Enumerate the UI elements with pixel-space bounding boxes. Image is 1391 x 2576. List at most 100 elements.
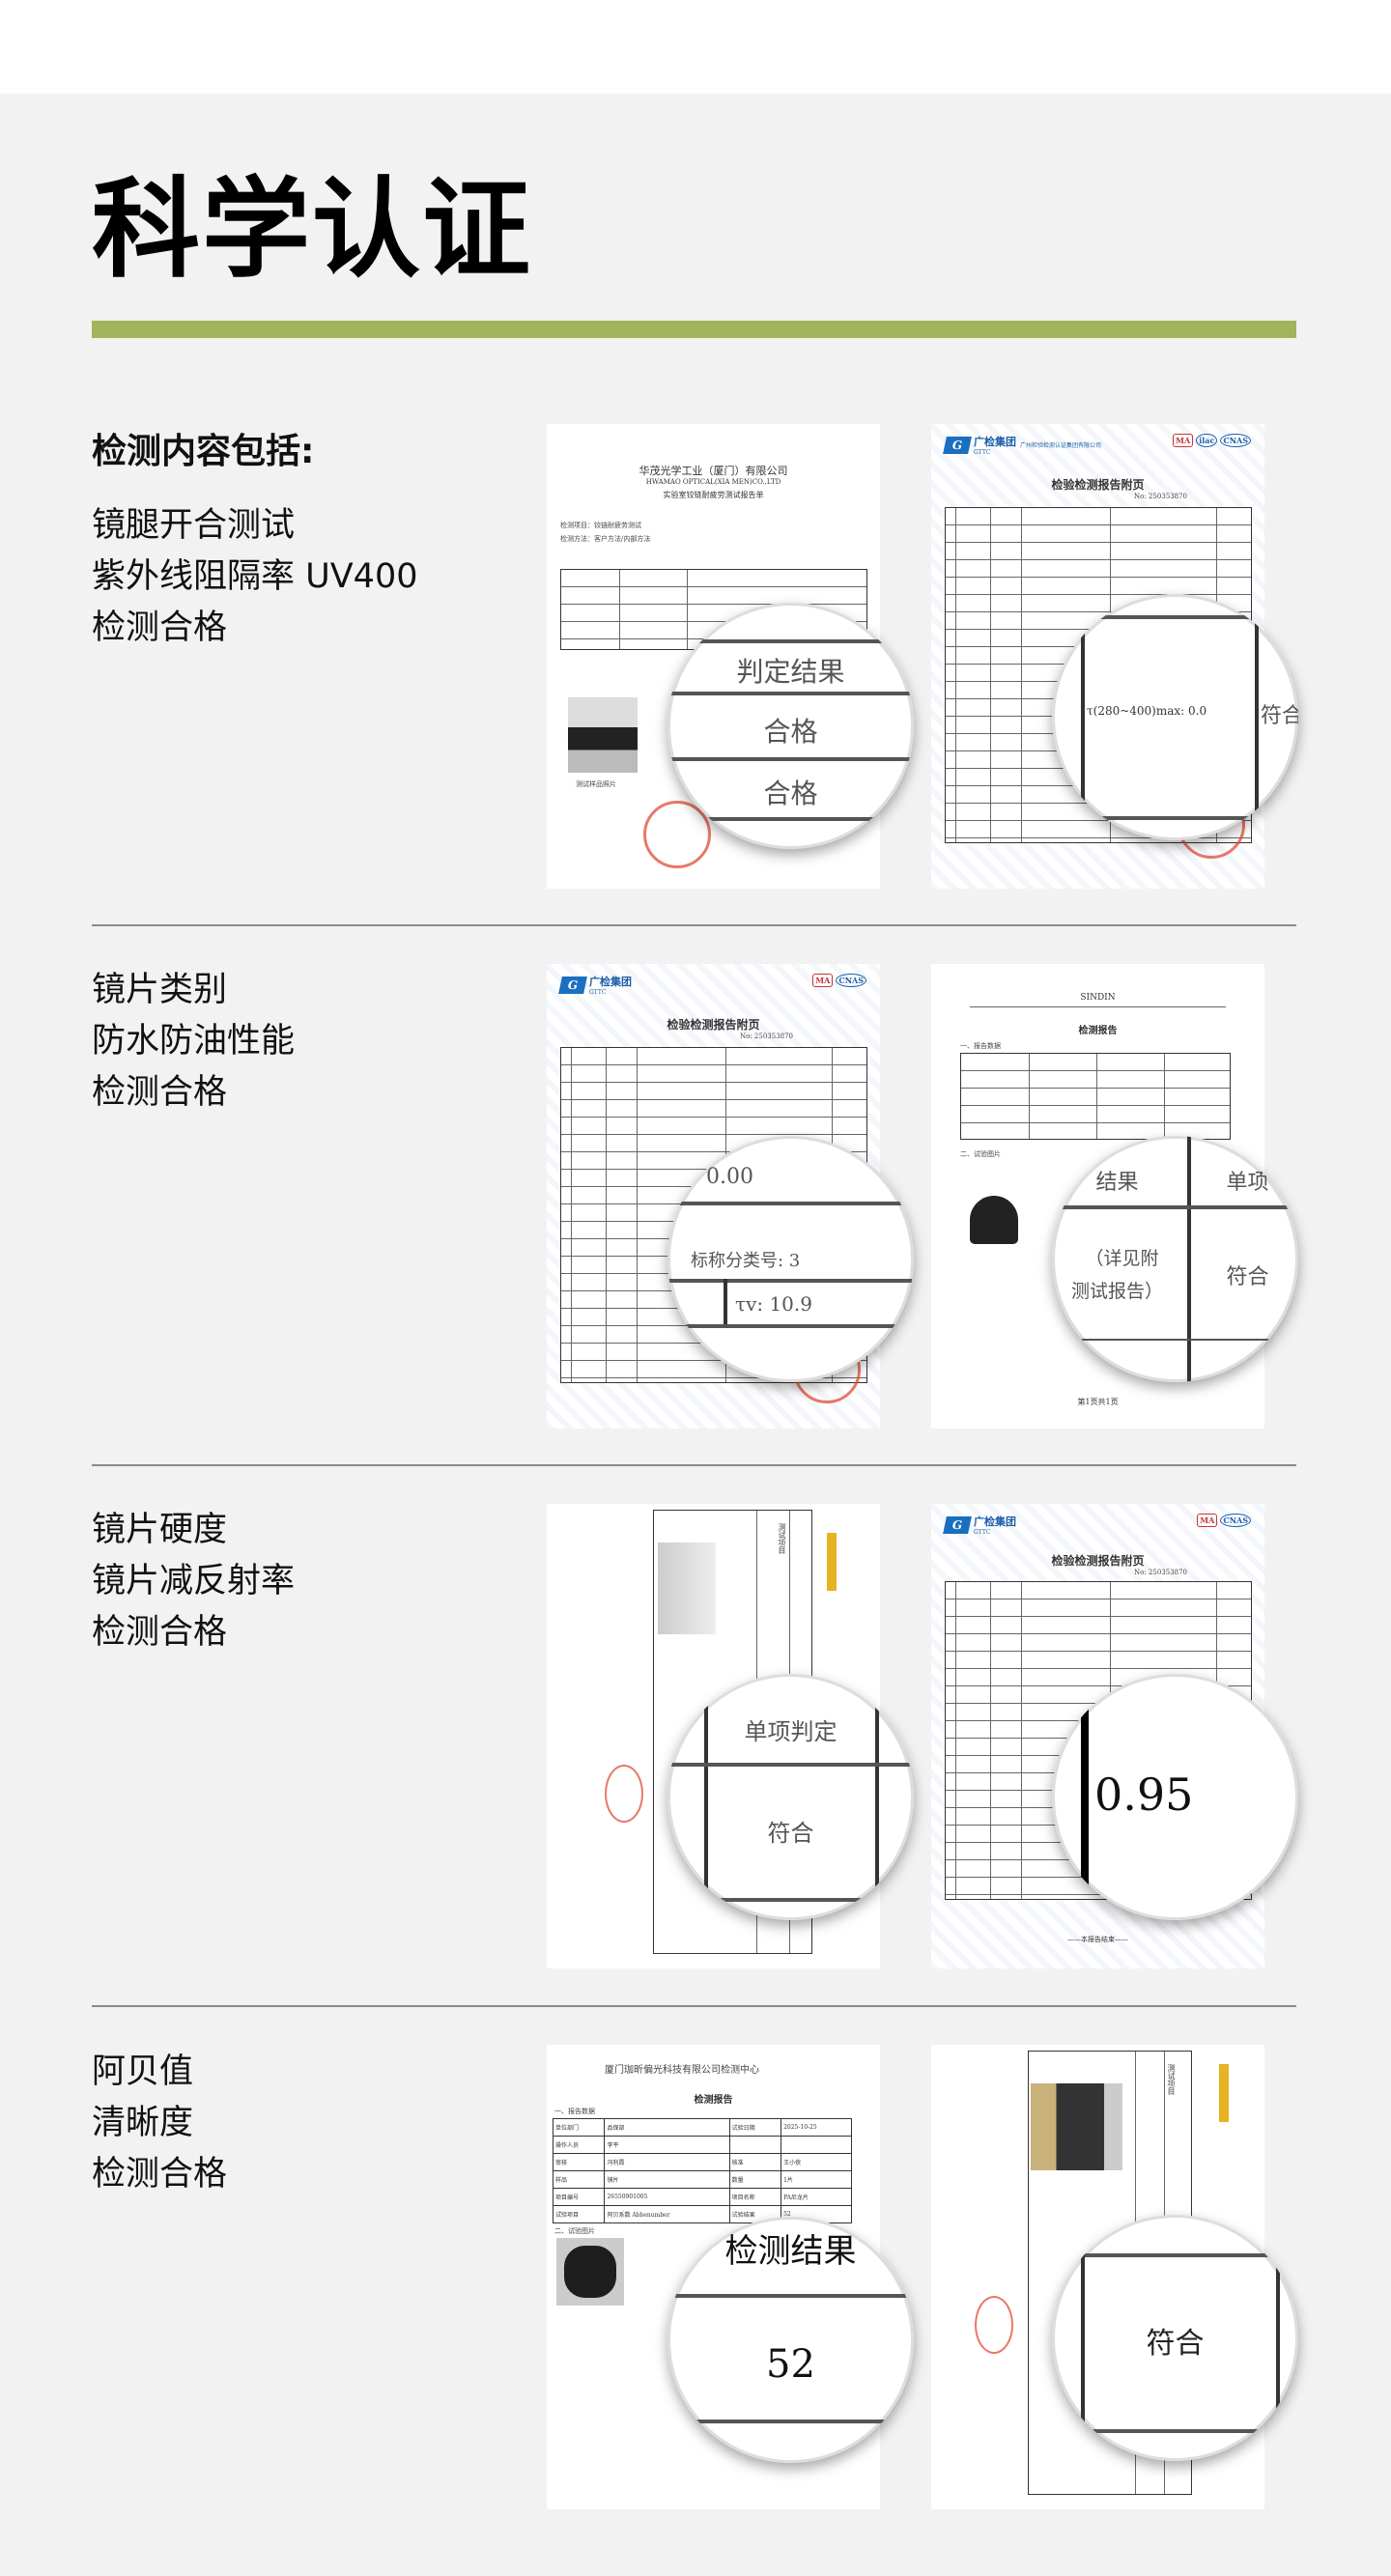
section-line: 防水防油性能 (92, 1022, 296, 1061)
cma-mark: MA (812, 974, 834, 987)
magnified-text: 52 (766, 2342, 815, 2387)
magnified-text: （详见附 (1085, 1248, 1159, 1269)
report-name: 实验室铰链耐疲劳测试报告单 (663, 491, 764, 499)
table-cell: 冯利霞 (604, 2153, 730, 2171)
section-line: 镜腿开合测试 (92, 506, 296, 545)
section-line: 检测合格 (92, 1073, 228, 1112)
ilac-mark: ilac (1196, 434, 1218, 447)
table-cell: 镜片 (604, 2170, 730, 2189)
cnas-mark: CNAS (836, 974, 866, 987)
magnifier: 判定结果 合格 合格 (667, 603, 914, 849)
table-cell: 阿贝系数 Abbenumber (604, 2205, 730, 2223)
report-number: No: 250353870 (1134, 493, 1188, 500)
table-cell: 项目编号 (552, 2188, 606, 2206)
table-cell: 李平 (604, 2136, 730, 2154)
section-4-text: 阿贝值 清晰度 检测合格 (92, 2047, 227, 2200)
sample-photo (970, 1196, 1018, 1244)
magnified-text: 测试报告） (1070, 1281, 1163, 1302)
report-title: 检测报告 (1078, 1026, 1118, 1036)
page-footer: 第1页共1页 (1077, 1398, 1119, 1406)
magnified-text: 结果 (1095, 1171, 1139, 1195)
magnified-text: 单项 (1226, 1171, 1269, 1195)
sample-photo (568, 697, 638, 773)
section-label: 一、报告数据 (960, 1042, 1001, 1050)
cnas-mark: CNAS (1220, 1514, 1251, 1527)
report-title: 检测报告 (694, 2095, 733, 2106)
instrument-photo (1031, 2083, 1122, 2170)
magnifier: 0.00 标称分类号: 3 τv: 10.9 (667, 1136, 914, 1382)
magnifier: 结果 单项 （详见附 测试报告） 符合 (1052, 1136, 1298, 1382)
company-name: 厦门珈昕偏光科技有限公司检测中心 (605, 2065, 759, 2076)
lens-photo (556, 2238, 624, 2306)
section-line: 检测合格 (92, 1613, 228, 1652)
section-1-text: 检测内容包括: 镜腿开合测试 紫外线阻隔率 UV400 检测合格 (92, 423, 418, 654)
company-name: 华茂光学工业（厦门）有限公司 (639, 465, 788, 477)
brand: 广检集团 (974, 436, 1016, 448)
brand-en: GTTC (974, 449, 991, 456)
report-hinge-test: 华茂光学工业（厦门）有限公司 HWAMAO OPTICAL(XIA MEN)CO… (547, 424, 914, 889)
page-title: 科学认证 (92, 167, 532, 293)
report-number: No: 250353870 (740, 1033, 794, 1040)
report-title: 检验检测报告附页 (1051, 478, 1145, 492)
brand: 广检集团 (589, 976, 632, 988)
section-line: 清晰度 (92, 2104, 194, 2142)
magnifier: 0.95 (1052, 1674, 1298, 1920)
table-cell: 项目名称 (728, 2188, 782, 2206)
section-line: 镜片类别 (92, 971, 228, 1009)
brand-logo (827, 1533, 837, 1591)
table-cell: 数量 (728, 2170, 782, 2189)
magnified-text: 0.00 (706, 1165, 753, 1189)
table-cell: 操作人员 (552, 2136, 606, 2154)
brand-en: GTTC (589, 989, 607, 996)
section-2-text: 镜片类别 防水防油性能 检测合格 (92, 965, 295, 1118)
section-label: 一、报告数据 (554, 2108, 595, 2115)
table-header: 测试项目 (1167, 2064, 1176, 2095)
magnifier: 单项判定 符合 (667, 1674, 914, 1920)
table-cell: 试验项目 (552, 2205, 606, 2223)
org-name: 广州检验检测认证集团有限公司 (1020, 442, 1102, 449)
table-cell (728, 2136, 782, 2154)
magnifier: 检测结果 52 (667, 2217, 914, 2463)
magnified-text: τv: 10.9 (735, 1292, 812, 1316)
test-item: 检测项目：铰链耐疲劳测试 (560, 522, 641, 529)
table-cell: 试验日期 (728, 2118, 782, 2137)
brand-en: GTTC (974, 1529, 991, 1536)
section-line: 镜片减反射率 (92, 1562, 296, 1600)
table-cell: PA尼龙片 (781, 2188, 852, 2206)
instrument-photo (658, 1543, 716, 1634)
section-divider (92, 1464, 1296, 1466)
table-cell: 王小侠 (781, 2153, 852, 2171)
table-header: 测试项目 (778, 1523, 786, 1554)
magnified-text: 符合 (767, 1820, 814, 1847)
table-cell: 26550901005 (604, 2188, 730, 2206)
magnified-text: 单项判定 (744, 1718, 837, 1745)
magnifier: τ(280~400)max: 0.0 符合 (1052, 594, 1298, 840)
table-cell: 审核 (552, 2153, 606, 2171)
report-title: 检验检测报告附页 (1051, 1554, 1145, 1568)
report-clarity: 测试项目 符合 (931, 2045, 1298, 2509)
magnified-text: 标称分类号: 3 (691, 1251, 801, 1271)
table-cell: 单位部门 (552, 2118, 606, 2137)
seal-stamp (605, 1765, 643, 1823)
section-line: 检测合格 (92, 2155, 228, 2194)
report-waterproof: SINDIN 检测报告 一、报告数据 二、试验图片 第1页共1页 结果 单项 （… (931, 964, 1298, 1429)
magnified-text: 符合 (1226, 1265, 1269, 1289)
magnified-text: 符合 (1261, 704, 1298, 728)
section-line: 镜片硬度 (92, 1511, 228, 1549)
table-cell: 核准 (728, 2153, 782, 2171)
section-heading: 检测内容包括: (92, 432, 315, 471)
seal-stamp (975, 2296, 1013, 2354)
report-title: 检验检测报告附页 (667, 1018, 760, 1032)
section-line: 紫外线阻隔率 UV400 (92, 557, 418, 596)
section-line: 阿贝值 (92, 2052, 194, 2091)
magnified-text: 合格 (763, 778, 818, 809)
company-name-en: HWAMAO OPTICAL(XIA MEN)CO.,LTD (645, 478, 781, 486)
